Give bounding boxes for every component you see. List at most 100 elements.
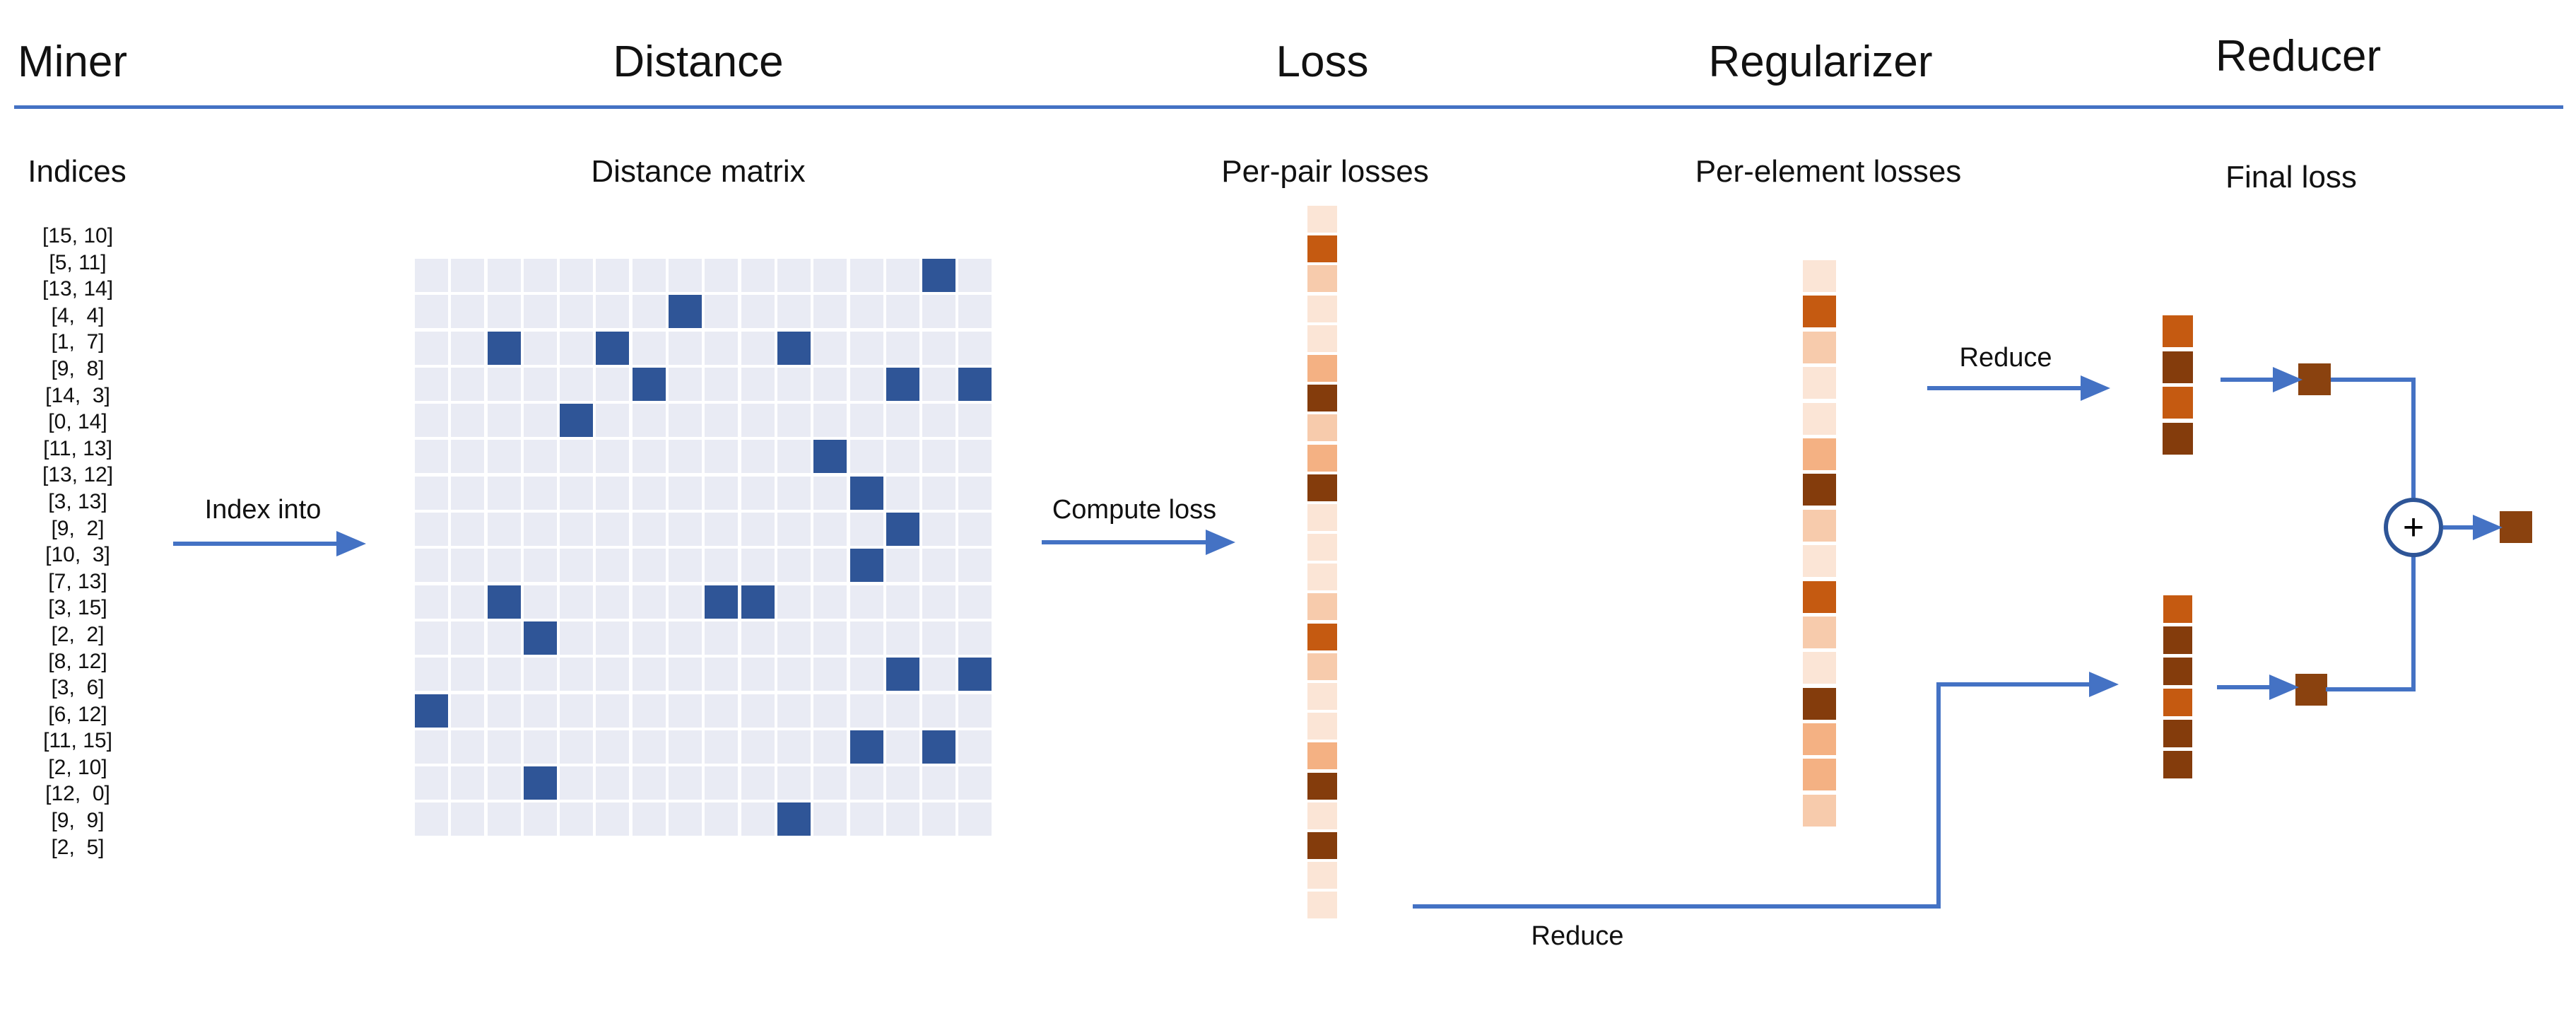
matrix-cell xyxy=(523,367,557,401)
matrix-cell xyxy=(669,404,702,438)
matrix-cell xyxy=(596,295,630,329)
reduce-bottom-path-arrow xyxy=(1413,672,2119,909)
matrix-cell xyxy=(922,585,956,619)
matrix-cell xyxy=(451,658,485,691)
matrix-cell xyxy=(560,694,594,728)
matrix-cell-dark xyxy=(777,331,811,365)
matrix-cell xyxy=(632,476,666,510)
matrix-cell-dark xyxy=(886,658,919,691)
reducer-bottom-cell xyxy=(2163,595,2192,623)
matrix-cell xyxy=(487,658,521,691)
matrix-cell-dark xyxy=(560,404,594,438)
matrix-cell xyxy=(523,513,557,547)
reducer-top-cell xyxy=(2163,315,2193,347)
matrix-cell-dark xyxy=(487,331,521,365)
per-pair-loss-cell xyxy=(1307,862,1337,889)
matrix-cell xyxy=(813,476,847,510)
matrix-cell xyxy=(886,295,919,329)
per-element-loss-cell xyxy=(1803,616,1836,648)
matrix-cell xyxy=(705,549,739,583)
matrix-cell xyxy=(849,295,883,329)
matrix-cell xyxy=(487,367,521,401)
matrix-cell xyxy=(813,658,847,691)
matrix-cell xyxy=(741,259,775,292)
matrix-cell xyxy=(886,440,919,474)
matrix-cell xyxy=(487,259,521,292)
matrix-cell xyxy=(958,730,992,764)
reducer-bottom-cell xyxy=(2163,720,2192,747)
matrix-cell xyxy=(886,621,919,655)
matrix-cell xyxy=(777,295,811,329)
matrix-cell xyxy=(886,549,919,583)
per-pair-loss-cell xyxy=(1307,802,1337,829)
per-pair-loss-cell xyxy=(1307,444,1337,472)
matrix-cell xyxy=(523,658,557,691)
per-element-loss-cell xyxy=(1803,260,1836,292)
matrix-cell xyxy=(849,513,883,547)
header-distance: Distance xyxy=(613,37,784,86)
matrix-cell xyxy=(451,730,485,764)
matrix-cell xyxy=(560,295,594,329)
matrix-cell xyxy=(523,730,557,764)
matrix-cell xyxy=(777,585,811,619)
per-element-loss-cell xyxy=(1803,545,1836,578)
matrix-cell xyxy=(415,658,448,691)
matrix-cell xyxy=(415,766,448,800)
per-element-loss-cell xyxy=(1803,438,1836,470)
matrix-cell xyxy=(813,367,847,401)
per-pair-loss-cell xyxy=(1307,414,1337,442)
label-index-into: Index into xyxy=(204,495,322,525)
matrix-cell xyxy=(705,259,739,292)
matrix-cell xyxy=(596,440,630,474)
matrix-cell xyxy=(886,730,919,764)
matrix-cell xyxy=(813,730,847,764)
index-pair-item: [15, 10] xyxy=(42,224,114,247)
matrix-cell xyxy=(560,259,594,292)
matrix-cell xyxy=(813,766,847,800)
index-pair-item: [8, 12] xyxy=(48,649,107,673)
matrix-cell xyxy=(922,766,956,800)
matrix-cell xyxy=(958,694,992,728)
matrix-cell xyxy=(451,331,485,365)
matrix-cell xyxy=(669,440,702,474)
matrix-cell xyxy=(523,259,557,292)
matrix-cell xyxy=(523,404,557,438)
matrix-cell xyxy=(922,694,956,728)
matrix-cell xyxy=(596,766,630,800)
matrix-cell xyxy=(560,367,594,401)
matrix-cell xyxy=(451,476,485,510)
per-element-loss-cell xyxy=(1803,687,1836,720)
matrix-cell xyxy=(705,802,739,836)
matrix-cell-dark xyxy=(487,585,521,619)
matrix-cell xyxy=(777,621,811,655)
matrix-cell-dark xyxy=(523,766,557,800)
per-pair-losses-strip xyxy=(1307,206,1337,922)
matrix-cell xyxy=(777,549,811,583)
matrix-cell xyxy=(523,331,557,365)
matrix-cell xyxy=(813,549,847,583)
matrix-cell xyxy=(669,766,702,800)
subtitle-indices: Indices xyxy=(28,154,127,189)
matrix-cell xyxy=(523,476,557,510)
index-pair-item: [5, 11] xyxy=(49,250,107,274)
index-pair-item: [9, 8] xyxy=(51,356,105,380)
matrix-cell xyxy=(451,802,485,836)
bottom-square-to-sum-connector xyxy=(2326,556,2416,691)
matrix-cell xyxy=(596,404,630,438)
index-pair-item: [2, 2] xyxy=(51,622,105,646)
subtitle-per-element-losses: Per-element losses xyxy=(1695,154,1962,189)
matrix-cell xyxy=(777,259,811,292)
matrix-cell xyxy=(669,259,702,292)
matrix-cell xyxy=(849,331,883,365)
matrix-cell xyxy=(560,658,594,691)
matrix-cell xyxy=(958,585,992,619)
matrix-cell xyxy=(922,621,956,655)
matrix-cell xyxy=(487,476,521,510)
matrix-cell xyxy=(632,621,666,655)
index-pair-item: [6, 12] xyxy=(48,702,107,726)
matrix-cell xyxy=(451,295,485,329)
index-pair-item: [11, 15] xyxy=(43,729,112,753)
header-regularizer: Regularizer xyxy=(1708,37,1933,86)
matrix-cell xyxy=(741,513,775,547)
